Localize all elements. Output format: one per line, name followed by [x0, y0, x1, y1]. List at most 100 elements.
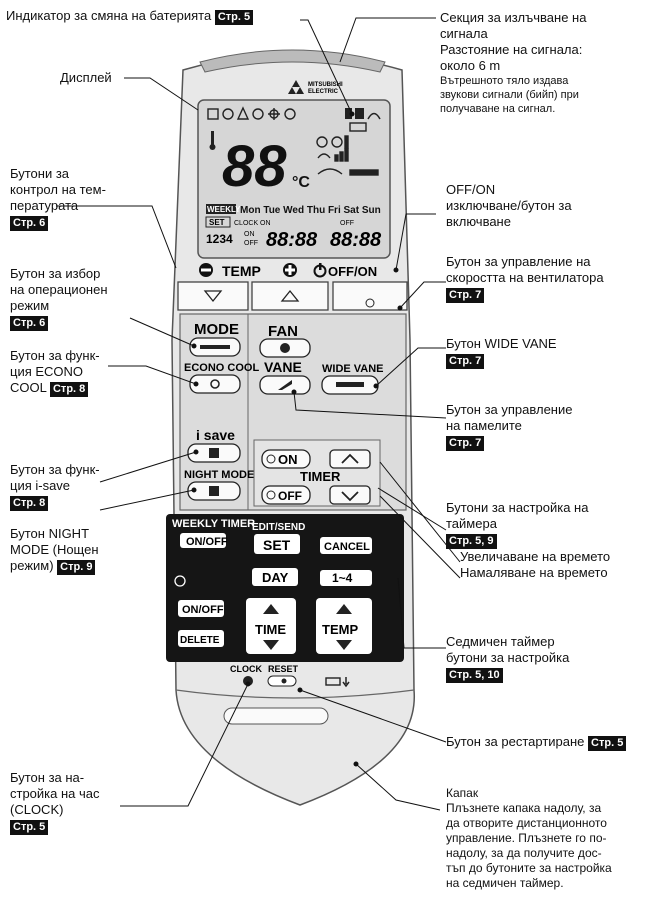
vane-icon — [278, 380, 292, 390]
temp-down-button[interactable] — [177, 281, 249, 311]
snowflake-icon — [210, 379, 220, 389]
cover-slot — [223, 707, 329, 725]
reset-annotation: Бутон за рестартиране Стр. 5 — [446, 734, 627, 751]
fan-speed-annotation: Бутон за управление на скоростта на вент… — [446, 254, 604, 303]
on-indicator: ON — [244, 231, 255, 238]
signal-section-annotation: Секция за излъчване на сигнала Разстояни… — [440, 10, 586, 116]
cover-line1: Капак — [446, 786, 479, 800]
night-mode-annotation: Бутон NIGHT MODE (Нощен режим) Стр. 9 — [10, 526, 99, 575]
time-button-label: TIME — [255, 622, 286, 637]
econo-cool-ref: Стр. 8 — [49, 382, 89, 397]
cover-line3: да отворите дистанционното — [446, 816, 607, 830]
mode-icons — [207, 106, 296, 120]
clock-ref: Стр. 5 — [10, 820, 49, 835]
wide-vane-label: WIDE VANE — [322, 363, 384, 375]
weekly-on-off-button[interactable] — [180, 533, 226, 548]
off-on-annotation: OFF/ON изключване/бутон за включване — [446, 182, 572, 230]
signal-note1: Вътрешното тяло издава — [440, 75, 569, 87]
i-save-line2: ция i-save — [10, 478, 71, 493]
clock-button[interactable] — [243, 676, 253, 686]
i-save-label: i save — [196, 427, 235, 443]
i-save-annotation: Бутон за функ- ция i-save Стр. 8 — [10, 462, 100, 511]
cover-line — [175, 689, 415, 699]
timer-set-ref: Стр. 5, 9 — [446, 534, 497, 549]
econo-cool-line1: Бутон за функ- — [10, 348, 100, 363]
delete-button[interactable] — [178, 630, 224, 647]
temp-control-line3: пературата — [10, 198, 79, 213]
fan-icon — [280, 343, 290, 353]
vane-annotation: Бутон за управление на памелите Стр. 7 — [446, 402, 572, 451]
vane-line1: Бутон за управление — [446, 402, 573, 417]
signal-line3: Разстояние на сигнала: — [440, 42, 583, 57]
fan-speed-line1: Бутон за управление на — [446, 254, 591, 269]
timer-down-button[interactable] — [329, 485, 371, 505]
signal-note2: звукови сигнали (бийп) при — [440, 89, 579, 101]
fan-speed-line2: скоростта на вентилатора — [446, 270, 604, 285]
callout-lines — [56, 17, 461, 811]
clock-annotation: Бутон за на- стройка на час (CLOCK) Стр.… — [10, 770, 100, 835]
reset-ref: Стр. 5 — [588, 736, 627, 751]
weekly-temp-button[interactable] — [316, 598, 372, 654]
clock-line3: (CLOCK) — [10, 802, 64, 817]
clock-label: CLOCK — [230, 664, 262, 674]
battery-indicator-text: Индикатор за смяна на батерията — [6, 8, 212, 23]
timer-on-button[interactable] — [261, 449, 311, 469]
timer-on-label: ON — [278, 452, 298, 467]
clock-line1: Бутон за на- — [10, 770, 85, 785]
mode-select-line3: режим — [10, 298, 50, 313]
brand-line2: ELECTRIC — [308, 89, 339, 95]
day-button[interactable] — [252, 568, 298, 586]
wide-vane-line1: Бутон WIDE VANE — [446, 336, 557, 351]
off-indicator-2: OFF — [244, 240, 258, 247]
timer-up-button[interactable] — [329, 449, 371, 469]
cover-annotation: Капак Плъзнете капака надолу, за да отво… — [446, 786, 612, 891]
temp-up-button[interactable] — [251, 281, 329, 311]
off-on-label: OFF/ON — [328, 264, 377, 279]
set-button-label: SET — [263, 537, 291, 553]
econo-cool-button[interactable] — [189, 374, 241, 394]
econo-cool-line2: ция ECONO — [10, 364, 84, 379]
on-off-button-label: ON/OFF — [182, 604, 224, 616]
signal-line4: около 6 m — [440, 58, 501, 73]
set-button[interactable] — [254, 534, 300, 554]
night-mode-label: NIGHT MODE — [184, 469, 254, 481]
time-display-2: 88:88 — [330, 229, 382, 251]
days-row: Mon Tue Wed Thu Fri Sat Sun — [240, 205, 381, 216]
battery-compartment-icon — [325, 677, 341, 686]
timer-off-button[interactable] — [261, 485, 311, 505]
fan-vane-indicators — [316, 135, 379, 176]
weekly-timer-line1: Седмичен таймер — [446, 634, 555, 649]
temp-label: TEMP — [222, 263, 261, 279]
econo-cool-annotation: Бутон за функ- ция ECONO COOL Стр. 8 — [10, 348, 100, 397]
off-on-button[interactable] — [332, 281, 408, 311]
time-button[interactable] — [246, 598, 296, 654]
program-digits: 1234 — [206, 232, 233, 246]
temp-digits: 88 — [222, 134, 287, 199]
i-save-ref: Стр. 8 — [10, 496, 49, 511]
vane-label: VANE — [264, 359, 302, 375]
battery-icon — [349, 122, 367, 132]
mode-select-ref: Стр. 6 — [10, 316, 49, 331]
cover-line4: управление. Плъзнете го по- — [446, 831, 607, 845]
timer-set-line2: таймера — [446, 516, 497, 531]
time-display-1: 88:88 — [266, 229, 318, 251]
temp-control-ref: Стр. 6 — [10, 216, 49, 231]
cover-line7: на седмичен таймер. — [446, 876, 564, 890]
range-button[interactable] — [320, 570, 372, 586]
econo-cool-label: ECONO COOL — [184, 362, 259, 374]
thermometer-icon — [211, 131, 214, 145]
battery-indicator-ref: Стр. 5 — [214, 10, 254, 25]
signal-indicator-icons — [345, 108, 381, 120]
cover-line6: тъп до бутоните за настройка — [446, 861, 612, 875]
clock-symbol-icon — [174, 575, 186, 587]
range-button-label: 1~4 — [332, 571, 353, 585]
cancel-button[interactable] — [320, 537, 372, 554]
battery-indicator-annotation: Индикатор за смяна на батерията Стр. 5 — [6, 8, 254, 25]
reset-text: Бутон за рестартиране — [446, 734, 585, 749]
off-on-line3: включване — [446, 214, 511, 229]
on-off-button[interactable] — [178, 600, 224, 617]
set-display-label: SET — [209, 218, 225, 227]
weekly-on-off-label: ON/OFF — [186, 536, 228, 548]
timer-set-line3: Увеличаване на времето — [460, 549, 611, 564]
